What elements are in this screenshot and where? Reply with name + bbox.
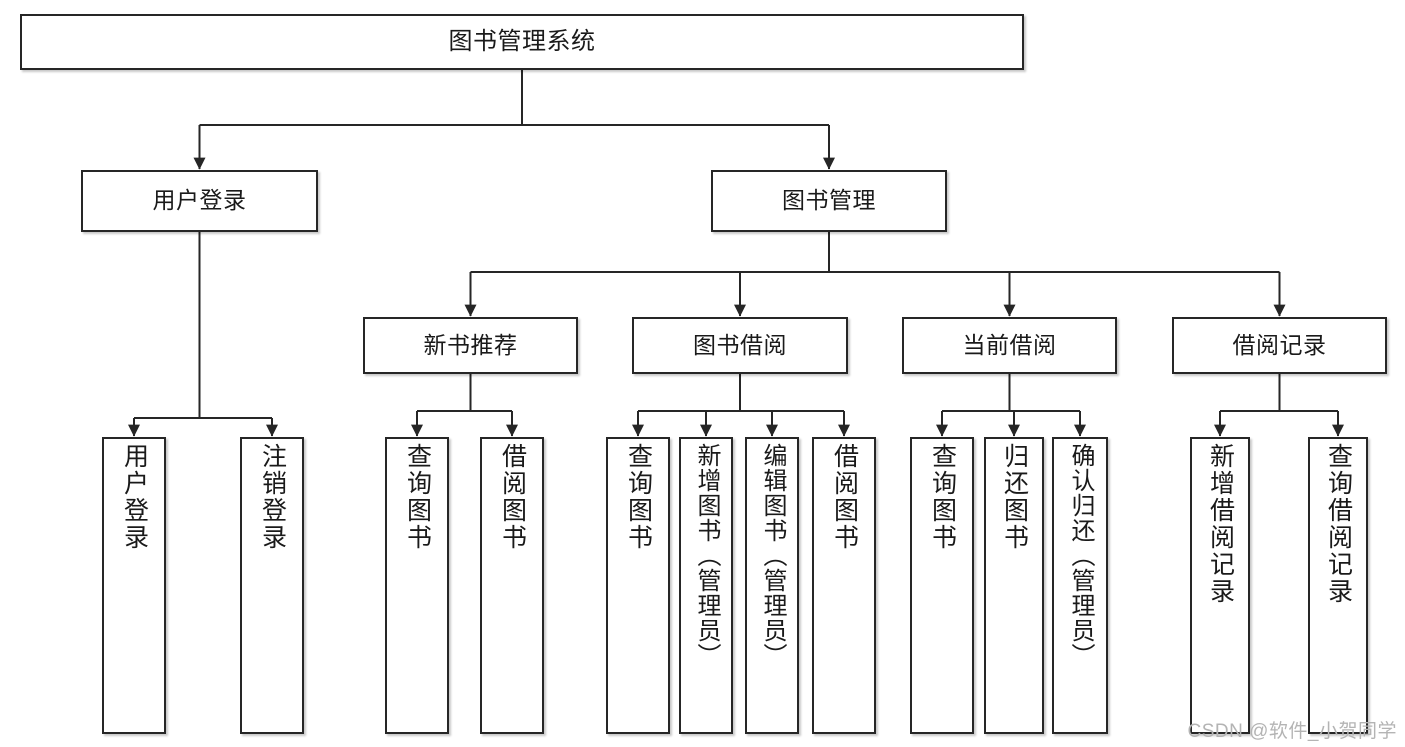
node-label: 查询图书 (928, 443, 957, 551)
node-leaf_4[interactable]: 查询图书 (606, 437, 670, 734)
node-label: 查询图书 (624, 443, 653, 551)
node-label: 新增图书（管理员） (693, 443, 720, 668)
node-label: 图书管理系统 (448, 27, 596, 55)
node-label: 用户登录 (120, 443, 149, 551)
node-label: 新增借阅记录 (1206, 443, 1235, 605)
node-leaf_11[interactable]: 新增借阅记录 (1190, 437, 1250, 734)
node-label: 图书管理 (782, 187, 876, 214)
node-label: 图书借阅 (693, 331, 787, 358)
node-label: 查询图书 (403, 443, 432, 551)
node-label: 借阅图书 (830, 443, 859, 551)
node-l2_3[interactable]: 借阅记录 (1172, 317, 1387, 374)
node-leaf_7[interactable]: 借阅图书 (812, 437, 876, 734)
node-leaf_8[interactable]: 查询图书 (910, 437, 974, 734)
node-leaf_6[interactable]: 编辑图书（管理员） (745, 437, 799, 734)
node-label: 当前借阅 (962, 331, 1057, 358)
node-l2_2[interactable]: 当前借阅 (902, 317, 1117, 374)
node-l1_0[interactable]: 用户登录 (81, 170, 318, 232)
node-label: 用户登录 (152, 187, 247, 214)
node-label: 确认归还（管理员） (1067, 443, 1094, 668)
node-label: 查询借阅记录 (1324, 443, 1353, 605)
node-label: 归还图书 (1000, 443, 1029, 551)
node-l1_1[interactable]: 图书管理 (711, 170, 947, 232)
node-l2_0[interactable]: 新书推荐 (363, 317, 578, 374)
node-leaf_9[interactable]: 归还图书 (984, 437, 1044, 734)
node-leaf_3[interactable]: 借阅图书 (480, 437, 544, 734)
node-label: 注销登录 (258, 443, 287, 551)
node-leaf_1[interactable]: 注销登录 (240, 437, 304, 734)
node-leaf_10[interactable]: 确认归还（管理员） (1052, 437, 1108, 734)
node-label: 编辑图书（管理员） (759, 443, 786, 668)
node-label: 新书推荐 (423, 331, 518, 358)
node-leaf_2[interactable]: 查询图书 (385, 437, 449, 734)
node-root[interactable]: 图书管理系统 (20, 14, 1024, 70)
watermark: CSDN @软件_小贺同学 (1187, 721, 1397, 742)
node-label: 借阅记录 (1232, 331, 1327, 358)
node-leaf_12[interactable]: 查询借阅记录 (1308, 437, 1368, 734)
node-l2_1[interactable]: 图书借阅 (632, 317, 848, 374)
node-leaf_5[interactable]: 新增图书（管理员） (679, 437, 733, 734)
node-leaf_0[interactable]: 用户登录 (102, 437, 166, 734)
node-label: 借阅图书 (498, 443, 527, 551)
